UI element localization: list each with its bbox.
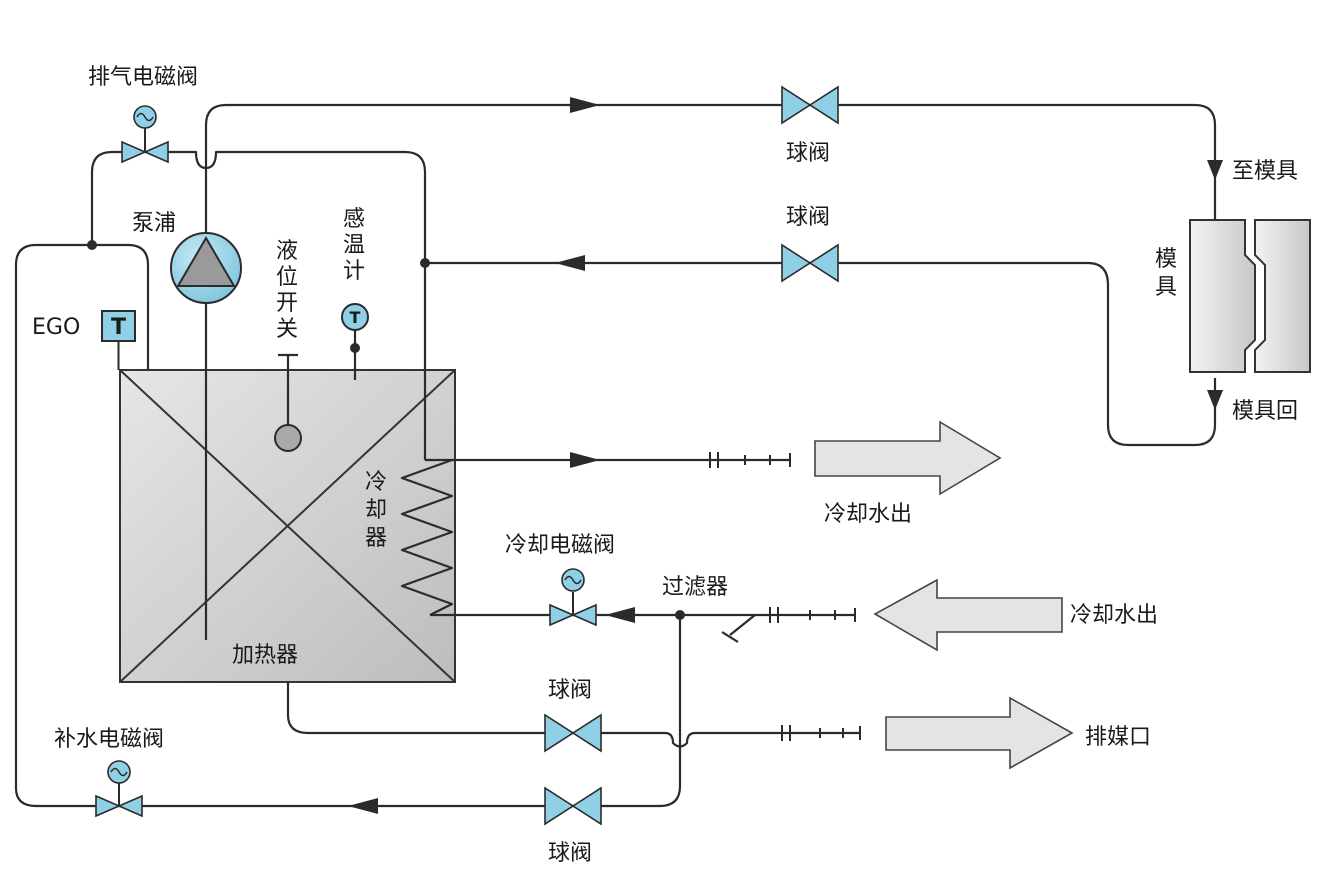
svg-text:却: 却: [365, 498, 387, 523]
svg-text:温: 温: [343, 233, 365, 258]
thermometer-symbol: T: [350, 308, 361, 327]
svg-text:开: 开: [276, 291, 298, 316]
ball-valve-bottom: [544, 786, 602, 826]
cooling-water-out-arrow: [814, 420, 1002, 496]
thermometer-label: 感 温 计: [343, 207, 365, 284]
level-switch-float: [274, 424, 302, 452]
ball-valve-return-label: 球阀: [786, 205, 830, 230]
exhaust-solenoid-label: 排气电磁阀: [88, 65, 198, 90]
ball-valve-return: [781, 243, 839, 283]
cooler-coil: [400, 445, 454, 616]
mold: [1189, 219, 1311, 373]
supply-pipe: [204, 103, 1217, 640]
ball-valve-drain-label: 球阀: [548, 678, 592, 703]
exhaust-pipe: [90, 150, 427, 445]
pump-label: 泵浦: [132, 211, 176, 236]
flow-arrows: [348, 97, 1223, 814]
ego-box-symbol: T: [111, 315, 126, 340]
cooling-water-out-label-2: 冷却水出: [1070, 603, 1158, 628]
drain-port-label: 排媒口: [1085, 725, 1151, 750]
svg-text:位: 位: [276, 265, 298, 290]
sine-wave-icon: [136, 112, 154, 122]
heater-label: 加热器: [232, 643, 298, 668]
ball-valve-top: [781, 85, 839, 125]
pipe-flanges: [709, 452, 861, 741]
thermometer-icon: T: [341, 303, 369, 331]
svg-text:液: 液: [276, 239, 298, 264]
cooler-label: 冷 却 器: [365, 470, 387, 551]
mold-label: 模 具: [1155, 247, 1177, 300]
makeup-solenoid-valve: [95, 760, 143, 818]
ball-valve-bottom-label: 球阀: [548, 841, 592, 866]
svg-text:关: 关: [276, 317, 298, 342]
svg-text:感: 感: [343, 207, 365, 232]
drain-pipe: [286, 682, 860, 748]
left-loop-pipe: [14, 243, 682, 808]
ego-sensor: T: [101, 310, 136, 370]
sine-wave-icon: [110, 767, 128, 777]
svg-text:模: 模: [1155, 247, 1177, 272]
svg-text:器: 器: [365, 526, 387, 551]
svg-text:计: 计: [343, 259, 365, 284]
cooling-solenoid-valve: [549, 568, 597, 627]
svg-text:冷: 冷: [365, 470, 387, 495]
exhaust-solenoid-valve: [121, 105, 169, 164]
cooling-solenoid-label: 冷却电磁阀: [505, 533, 615, 558]
cooling-water-in-arrow: [873, 578, 1063, 652]
cooling-water-out-label-1: 冷却水出: [824, 502, 912, 527]
pipes: [14, 103, 1217, 808]
svg-text:具: 具: [1155, 275, 1177, 300]
level-switch-label: 液 位 开 关: [276, 239, 298, 342]
ball-valve-top-label: 球阀: [786, 141, 830, 166]
filter-label: 过滤器: [662, 575, 728, 600]
ball-valve-drain: [544, 713, 602, 753]
sine-wave-icon: [564, 575, 582, 585]
pump-icon: [170, 232, 242, 304]
mold-return-pipe: [425, 261, 1217, 447]
ego-label: EGO: [32, 315, 80, 340]
makeup-solenoid-label: 补水电磁阀: [54, 727, 164, 752]
drain-port-arrow: [885, 696, 1074, 770]
to-mold-label: 至模具: [1232, 159, 1298, 184]
mold-return-label: 模具回: [1232, 399, 1298, 424]
junction-dots: [87, 240, 685, 620]
